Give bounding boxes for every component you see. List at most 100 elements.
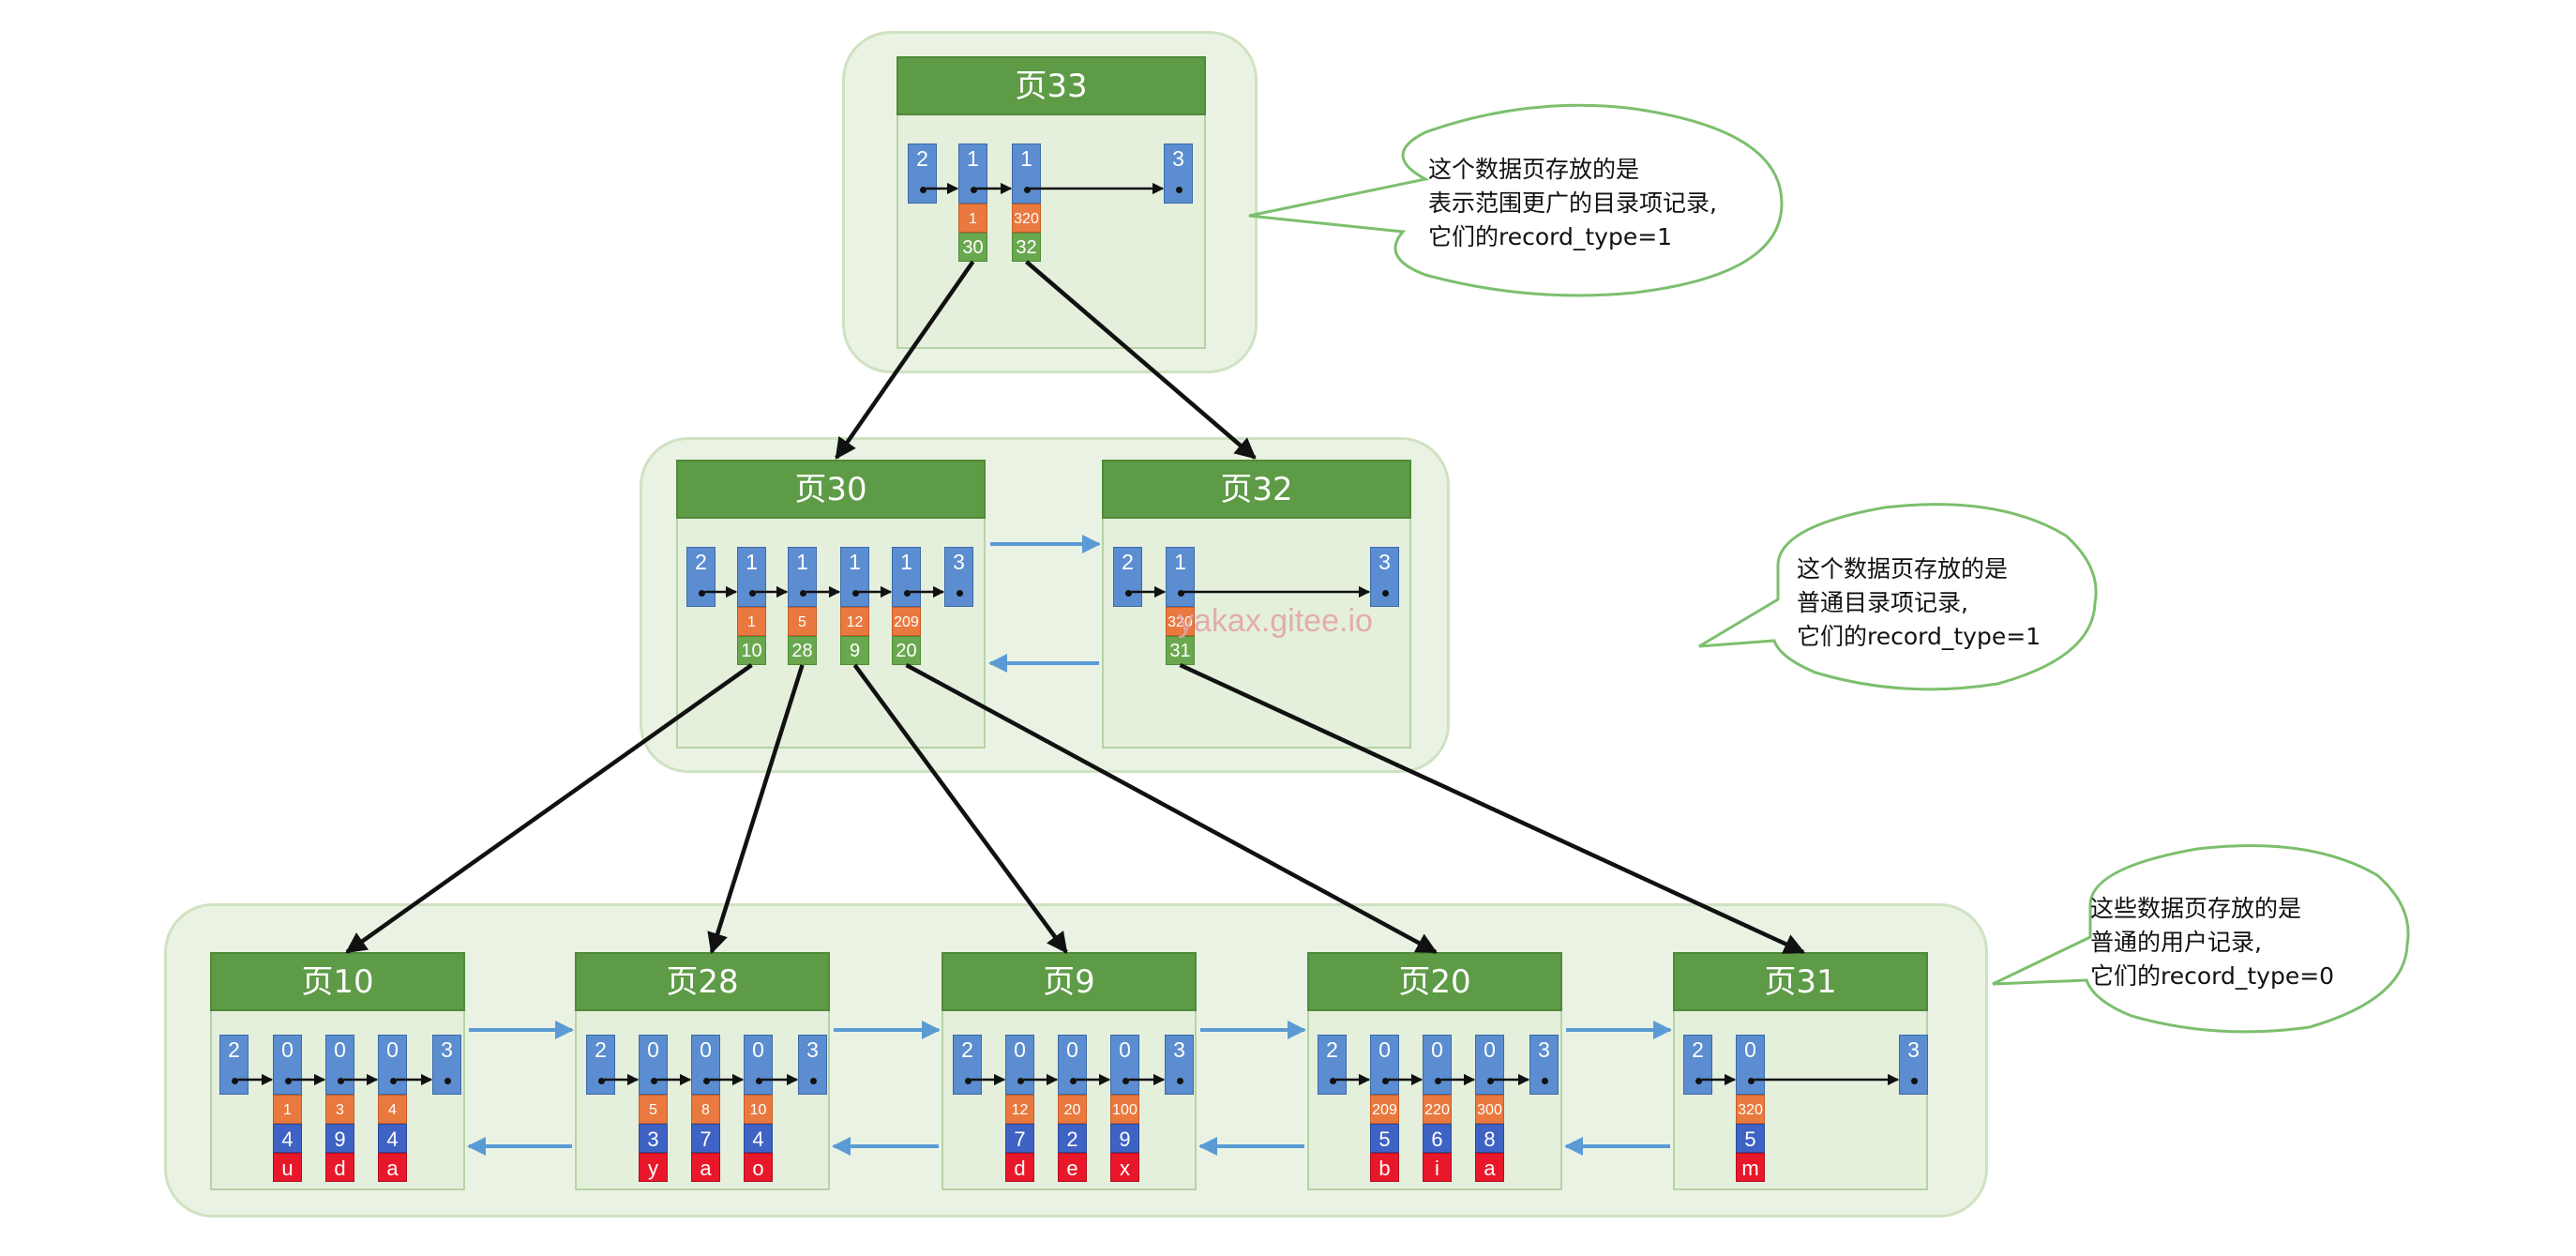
key-cell: 3 <box>325 1095 354 1124</box>
record-type-cell: 2 <box>686 547 716 607</box>
callout-leaf-records: 这些数据页存放的是 普通的用户记录, 它们的record_type=0 <box>1985 840 2418 1041</box>
column-c2-cell: 7 <box>1005 1124 1034 1153</box>
record-type-cell: 0 <box>691 1035 720 1095</box>
record-type-cell: 3 <box>1899 1035 1928 1095</box>
key-cell: 10 <box>744 1095 773 1124</box>
next-pointer-dot <box>1177 1078 1183 1084</box>
key-cell: 1 <box>737 607 766 636</box>
child-page-cell: 28 <box>788 636 817 665</box>
next-pointer-dot <box>703 1078 710 1084</box>
key-cell: 209 <box>1370 1095 1399 1124</box>
key-cell: 1 <box>958 204 987 233</box>
column-c3-cell: u <box>273 1153 302 1182</box>
next-pointer-dot <box>965 1078 972 1084</box>
key-cell: 300 <box>1475 1095 1504 1124</box>
record-type-cell: 2 <box>1318 1035 1347 1095</box>
key-cell: 220 <box>1423 1095 1452 1124</box>
record-type-cell: 2 <box>908 144 937 204</box>
column-c3-cell: b <box>1370 1153 1399 1182</box>
column-c2-cell: 5 <box>1736 1124 1765 1153</box>
next-pointer-dot <box>1542 1078 1548 1084</box>
record-type-cell: 2 <box>219 1035 249 1095</box>
next-pointer-dot <box>651 1078 657 1084</box>
column-c3-cell: e <box>1058 1153 1087 1182</box>
column-c3-cell: a <box>378 1153 407 1182</box>
callout-bubble-shape <box>1698 503 2098 691</box>
next-pointer-dot <box>904 590 911 597</box>
next-pointer-dot <box>1122 1078 1129 1084</box>
record-type-cell: 1 <box>958 144 987 204</box>
next-pointer-dot <box>756 1078 762 1084</box>
record-type-cell: 1 <box>840 547 869 607</box>
record-type-cell: 3 <box>798 1035 827 1095</box>
record-type-cell: 0 <box>378 1035 407 1095</box>
child-page-cell: 10 <box>737 636 766 665</box>
record-type-cell: 0 <box>1475 1035 1504 1095</box>
next-pointer-dot <box>1382 1078 1389 1084</box>
callout-bubble-shape <box>1992 844 2410 1034</box>
next-pointer-dot <box>598 1078 605 1084</box>
next-pointer-dot <box>390 1078 397 1084</box>
next-pointer-dot <box>1911 1078 1918 1084</box>
callout-root-records: 这个数据页存放的是 表示范围更广的目录项记录, 它们的record_type=1 <box>1238 101 1787 303</box>
record-type-cell: 0 <box>1736 1035 1765 1095</box>
child-page-cell: 32 <box>1012 233 1041 262</box>
column-c2-cell: 8 <box>1475 1124 1504 1153</box>
callout-bubble-shape <box>1248 103 1784 297</box>
callout-line: 它们的record_type=1 <box>1428 223 1673 250</box>
column-c2-cell: 5 <box>1370 1124 1399 1153</box>
key-cell: 320 <box>1736 1095 1765 1124</box>
next-pointer-dot <box>699 590 705 597</box>
callout-line: 这个数据页存放的是 <box>1428 156 1640 183</box>
column-c2-cell: 3 <box>639 1124 668 1153</box>
column-c3-cell: o <box>744 1153 773 1182</box>
next-pointer-dot <box>1330 1078 1336 1084</box>
column-c3-cell: x <box>1110 1153 1139 1182</box>
next-pointer-dot <box>810 1078 817 1084</box>
column-c2-cell: 4 <box>273 1124 302 1153</box>
child-page-cell: 20 <box>892 636 921 665</box>
key-cell: 20 <box>1058 1095 1087 1124</box>
page-title: 页20 <box>1307 952 1562 1011</box>
next-pointer-dot <box>971 187 977 193</box>
record-type-cell: 3 <box>1164 144 1193 204</box>
next-pointer-dot <box>232 1078 238 1084</box>
callout-line: 普通的用户记录, <box>2090 929 2262 956</box>
record-type-cell: 3 <box>432 1035 461 1095</box>
record-type-cell: 2 <box>586 1035 615 1095</box>
record-type-cell: 0 <box>1423 1035 1452 1095</box>
record-type-cell: 0 <box>1370 1035 1399 1095</box>
callout-text: 这些数据页存放的是 普通的用户记录, 它们的record_type=0 <box>2090 892 2334 993</box>
column-c3-cell: d <box>325 1153 354 1182</box>
next-pointer-dot <box>444 1078 451 1084</box>
page-title: 页30 <box>676 460 986 519</box>
watermark: yakax.gitee.io <box>1178 603 1373 639</box>
record-type-cell: 3 <box>1529 1035 1559 1095</box>
key-cell: 320 <box>1012 204 1041 233</box>
record-type-cell: 2 <box>1113 547 1142 607</box>
key-cell: 1 <box>273 1095 302 1124</box>
column-c2-cell: 6 <box>1423 1124 1452 1153</box>
record-type-cell: 0 <box>639 1035 668 1095</box>
record-type-cell: 0 <box>744 1035 773 1095</box>
next-pointer-dot <box>920 187 926 193</box>
record-type-cell: 1 <box>892 547 921 607</box>
key-cell: 12 <box>840 607 869 636</box>
next-pointer-dot <box>749 590 756 597</box>
next-pointer-dot <box>957 590 963 597</box>
next-pointer-dot <box>285 1078 292 1084</box>
column-c3-cell: d <box>1005 1153 1034 1182</box>
next-pointer-dot <box>1176 187 1183 193</box>
column-c3-cell: a <box>1475 1153 1504 1182</box>
next-pointer-dot <box>1435 1078 1441 1084</box>
key-cell: 5 <box>639 1095 668 1124</box>
callout-text: 这个数据页存放的是 表示范围更广的目录项记录, 它们的record_type=1 <box>1428 153 1717 254</box>
column-c3-cell: i <box>1423 1153 1452 1182</box>
child-page-cell: 30 <box>958 233 987 262</box>
column-c3-cell: a <box>691 1153 720 1182</box>
key-cell: 5 <box>788 607 817 636</box>
callout-line: 普通目录项记录, <box>1797 589 1968 616</box>
next-pointer-dot <box>800 590 806 597</box>
callout-line: 这个数据页存放的是 <box>1797 555 2009 583</box>
